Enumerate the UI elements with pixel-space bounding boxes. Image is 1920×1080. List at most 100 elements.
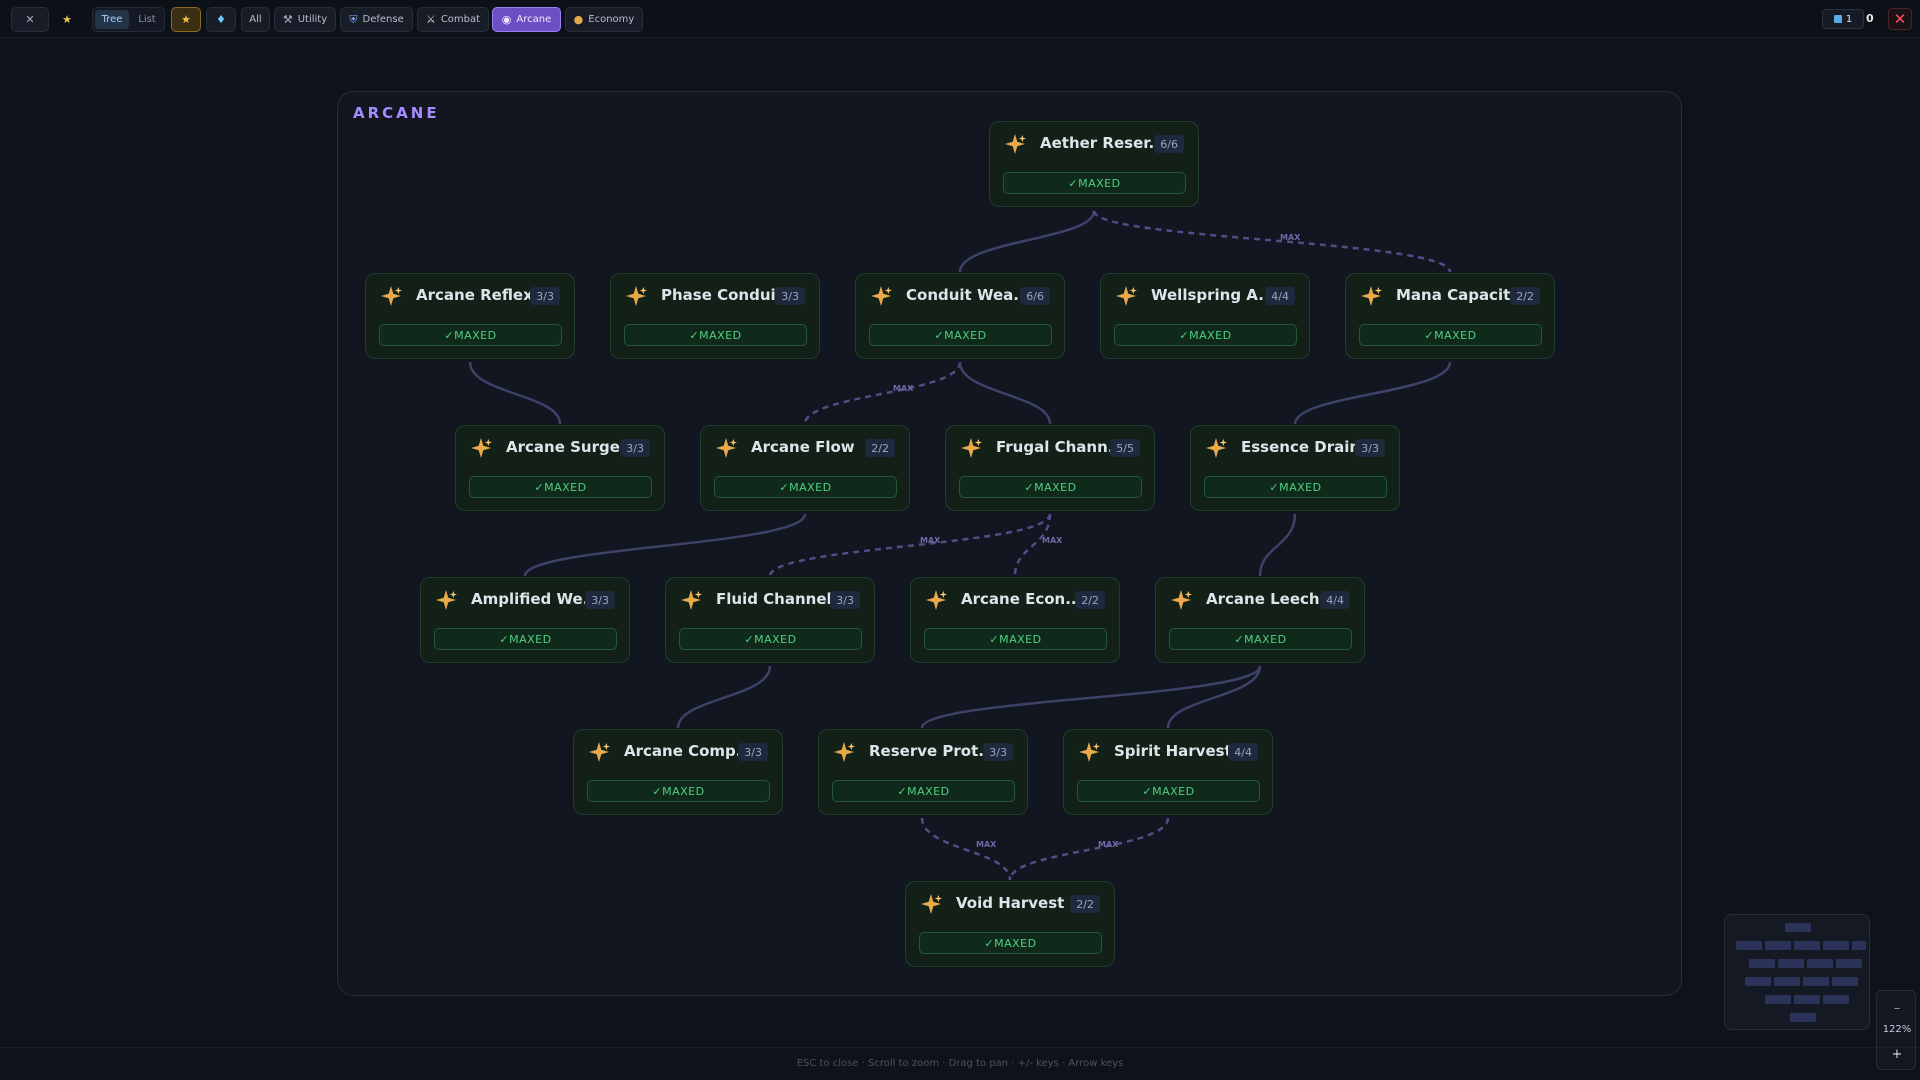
maxed-badge: ✓MAXED [1204,476,1387,498]
skill-node[interactable]: Arcane Reflex 3/3 ✓MAXED [365,273,575,359]
minimap-node [1745,977,1771,986]
skill-rank: 2/2 [1075,591,1105,609]
skill-node[interactable]: Arcane Comp... 3/3 ✓MAXED [573,729,783,815]
skill-rank: 6/6 [1154,135,1184,153]
zoom-out-button[interactable]: – [1893,1000,1901,1016]
filter-defense-label: Defense [362,14,404,25]
maxed-badge: ✓MAXED [469,476,652,498]
skill-node[interactable]: Spirit Harvest 4/4 ✓MAXED [1063,729,1273,815]
skill-node[interactable]: Arcane Econ... 2/2 ✓MAXED [910,577,1120,663]
skill-name: Frugal Chann... [996,438,1125,456]
skill-node[interactable]: Arcane Flow 2/2 ✓MAXED [700,425,910,511]
filter-all-label: All [249,14,262,25]
crossed-swords-icon: ⚔ [425,13,436,26]
zoom-level: 122% [1882,1024,1912,1035]
sparkle-icon [625,285,647,307]
filter-utility-label: Utility [297,14,328,25]
minimap-node [1736,941,1762,950]
skill-rank: 3/3 [775,287,805,305]
view-toggle: Tree List [92,7,165,32]
maxed-badge: ✓MAXED [434,628,617,650]
filter-economy-label: Economy [588,14,635,25]
close-icon: ✕ [1893,10,1907,28]
sparkle-icon [833,741,855,763]
wrench-icon: ⚒ [282,13,293,26]
maxed-badge: ✓MAXED [379,324,562,346]
tab-list[interactable]: List [138,14,156,25]
skill-rank: 3/3 [1355,439,1385,457]
sparkle-icon [715,437,737,459]
close-button[interactable]: ✕ [1888,8,1912,30]
zoom-in-button[interactable]: + [1891,1046,1903,1062]
sparkle-icon [680,589,702,611]
collapse-button[interactable]: ✕ [11,7,49,32]
skill-rank: 4/4 [1228,743,1258,761]
maxed-badge: ✓MAXED [832,780,1015,802]
maxed-badge: ✓MAXED [869,324,1052,346]
maxed-badge: ✓MAXED [714,476,897,498]
sparkle-icon [1004,133,1026,155]
minimap-node [1832,977,1858,986]
skill-rank: 2/2 [865,439,895,457]
keyboard-hint: ESC to close · Scroll to zoom · Drag to … [796,1058,1124,1069]
minimap-node [1823,995,1849,1004]
skill-name: Mana Capacity [1396,286,1521,304]
sparkle-icon [920,893,942,915]
filter-arcane[interactable]: ◉ Arcane [492,7,561,32]
sparkle-icon [960,437,982,459]
minimap-node [1778,959,1804,968]
skill-node[interactable]: Phase Conduit 3/3 ✓MAXED [610,273,820,359]
skill-rank: 3/3 [830,591,860,609]
skill-name: Reserve Prot... [869,742,996,760]
skill-node[interactable]: Aether Reser... 6/6 ✓MAXED [989,121,1199,207]
skill-name: Essence Drain [1241,438,1361,456]
sparkle-icon [380,285,402,307]
sparkle-icon [925,589,947,611]
maxed-badge: ✓MAXED [1114,324,1297,346]
skill-node[interactable]: Fluid Channel 3/3 ✓MAXED [665,577,875,663]
skill-node[interactable]: Arcane Surge 3/3 ✓MAXED [455,425,665,511]
skill-node[interactable]: Wellspring A... 4/4 ✓MAXED [1100,273,1310,359]
tab-tree[interactable]: Tree [95,10,129,29]
star-icon: ★ [181,13,191,26]
skill-node[interactable]: Arcane Leech 4/4 ✓MAXED [1155,577,1365,663]
skill-name: Wellspring A... [1151,286,1276,304]
skill-name: Arcane Flow [751,438,855,456]
skill-rank: 3/3 [530,287,560,305]
filter-combat[interactable]: ⚔ Combat [417,7,489,32]
skill-name: Phase Conduit [661,286,783,304]
filter-utility[interactable]: ⚒ Utility [274,7,336,32]
filter-defense[interactable]: ⛨ Defense [340,7,413,32]
filter-economy[interactable]: ● Economy [565,7,643,32]
skill-rank: 4/4 [1320,591,1350,609]
skill-name: Arcane Reflex [416,286,533,304]
sparkle-icon [1205,437,1227,459]
filter-arcane-label: Arcane [516,14,552,25]
arcane-tree-panel[interactable]: ARCANE [337,91,1682,996]
skill-rank: 3/3 [983,743,1013,761]
skill-node[interactable]: Essence Drain 3/3 ✓MAXED [1190,425,1400,511]
gem-filter-button[interactable]: ♦ [206,7,236,32]
maxed-badge: ✓MAXED [1359,324,1542,346]
panel-title: ARCANE [353,104,440,122]
skill-node[interactable]: Amplified We... 3/3 ✓MAXED [420,577,630,663]
skill-node[interactable]: Mana Capacity 2/2 ✓MAXED [1345,273,1555,359]
filter-combat-label: Combat [440,14,481,25]
sparkle-icon [1078,741,1100,763]
sparkle-icon [1170,589,1192,611]
maxed-badge: ✓MAXED [959,476,1142,498]
shield-icon: ⛨ [349,13,358,26]
skill-name: Arcane Econ... [961,590,1083,608]
minimap-node [1803,977,1829,986]
favorites-button[interactable]: ★ [52,7,82,32]
skill-node[interactable]: Void Harvest 2/2 ✓MAXED [905,881,1115,967]
skill-name: Arcane Leech [1206,590,1320,608]
skill-node[interactable]: Reserve Prot... 3/3 ✓MAXED [818,729,1028,815]
filter-all[interactable]: All [241,7,270,32]
skill-node[interactable]: Conduit Wea... 6/6 ✓MAXED [855,273,1065,359]
money-bag-icon: ● [573,13,584,26]
starred-filter-button[interactable]: ★ [171,7,201,32]
maxed-badge: ✓MAXED [1077,780,1260,802]
skill-node[interactable]: Frugal Chann... 5/5 ✓MAXED [945,425,1155,511]
minimap[interactable] [1724,914,1870,1030]
